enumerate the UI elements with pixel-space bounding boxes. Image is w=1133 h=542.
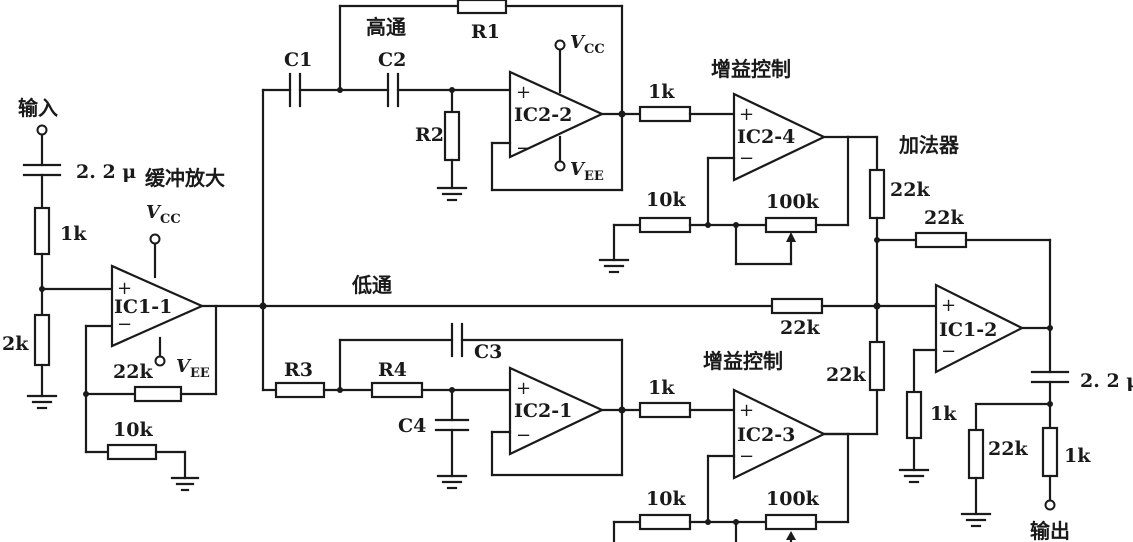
input-series-resistor-value: 1k xyxy=(60,223,87,245)
adder-middle-resistor-value: 22k xyxy=(780,317,820,339)
ic2-1-label: IC2-1 xyxy=(514,400,572,422)
buffer-feedback-resistor-value: 22k xyxy=(113,361,153,383)
adder-top-resistor-value: 22k xyxy=(890,179,930,201)
op-amp-ic1-1 xyxy=(110,264,205,348)
ic1-1-label: IC1-1 xyxy=(114,296,172,318)
gain-top-input-resistor xyxy=(638,216,692,234)
svg-text:+: + xyxy=(739,104,754,125)
capacitor-c1 xyxy=(288,72,302,108)
input-capacitor-value: 2. 2 μ xyxy=(76,161,136,183)
input-label: 输入 xyxy=(18,96,58,120)
svg-text:−: − xyxy=(941,341,956,362)
svg-text:−: − xyxy=(739,446,754,467)
ic2-3-label: IC2-3 xyxy=(737,424,795,446)
c1-label: C1 xyxy=(284,49,312,71)
vcc-terminal-ic2-2 xyxy=(554,39,566,51)
gain-bottom-potentiometer-value: 100k xyxy=(766,488,820,510)
adder-bottom-resistor xyxy=(868,340,886,392)
gain-control-bottom-label: 增益控制 xyxy=(703,349,783,373)
capacitor-c4 xyxy=(434,418,470,432)
output-label: 输出 xyxy=(1030,519,1070,542)
vee-terminal-ic2-2 xyxy=(554,160,566,172)
r1-label: R1 xyxy=(471,21,500,43)
buffer-feedback-resistor xyxy=(133,385,183,403)
resistor-r1 xyxy=(456,0,508,15)
resistor-r4 xyxy=(370,381,424,399)
r2-label: R2 xyxy=(415,124,444,146)
input-coupling-capacitor xyxy=(22,133,62,210)
gain-top-input-resistor-value: 10k xyxy=(646,189,686,211)
gain-bottom-potentiometer xyxy=(764,513,818,531)
op-amp-ic2-4 xyxy=(732,92,827,182)
output-series-resistor xyxy=(1041,426,1059,478)
c3-label: C3 xyxy=(474,341,502,363)
output-coupling-capacitor xyxy=(1030,370,1070,384)
low-pass-output-resistor-value: 1k xyxy=(648,377,675,399)
buffer-ground-resistor-value: 10k xyxy=(113,419,153,441)
r3-label: R3 xyxy=(284,359,313,381)
vee-label-ic1: VEE xyxy=(176,356,210,381)
op-amp-ic1-2 xyxy=(934,283,1025,374)
output-shunt-resistor-value: 22k xyxy=(988,438,1028,460)
adder-bottom-resistor-value: 22k xyxy=(826,364,866,386)
gain-control-top-label: 增益控制 xyxy=(711,57,791,81)
vcc-label-ic2-2: VCC xyxy=(570,32,605,57)
low-pass-label: 低通 xyxy=(351,273,392,297)
vee-terminal-ic1 xyxy=(154,355,166,367)
output-capacitor-value: 2. 2 μ xyxy=(1080,370,1133,392)
output-series-resistor-value: 1k xyxy=(1064,445,1091,467)
resistor-r2 xyxy=(443,110,461,162)
input-terminal xyxy=(36,124,48,136)
svg-text:−: − xyxy=(516,138,531,159)
ic2-2-label: IC2-2 xyxy=(514,104,572,126)
gain-bottom-input-resistor-value: 10k xyxy=(646,488,686,510)
input-shunt-resistor-value: 2k xyxy=(2,333,29,355)
svg-text:−: − xyxy=(117,314,132,335)
op-amp-ic2-2 xyxy=(508,70,605,159)
ground-symbol xyxy=(26,394,58,410)
svg-text:+: + xyxy=(516,378,531,399)
output-terminal xyxy=(1044,499,1056,511)
gain-bottom-input-resistor xyxy=(638,513,692,531)
svg-text:+: + xyxy=(117,278,132,299)
op-amp-ic2-1 xyxy=(508,366,605,456)
resistor-r3 xyxy=(274,381,326,399)
svg-text:+: + xyxy=(941,295,956,316)
r4-label: R4 xyxy=(378,359,407,381)
capacitor-c2 xyxy=(386,72,400,108)
ic2-4-label: IC2-4 xyxy=(737,126,795,148)
adder-ground-resistor-value: 1k xyxy=(930,403,957,425)
high-pass-output-resistor xyxy=(638,105,692,123)
capacitor-c3 xyxy=(450,322,464,358)
adder-label: 加法器 xyxy=(898,133,960,157)
gain-top-potentiometer-value: 100k xyxy=(766,191,820,213)
output-shunt-resistor xyxy=(967,428,985,480)
svg-text:−: − xyxy=(739,148,754,169)
adder-middle-resistor xyxy=(770,297,824,315)
buffer-ground-resistor xyxy=(106,443,158,461)
gain-top-potentiometer xyxy=(764,216,818,234)
high-pass-output-resistor-value: 1k xyxy=(648,81,675,103)
svg-text:+: + xyxy=(739,400,754,421)
adder-feedback-resistor-value: 22k xyxy=(924,207,964,229)
svg-text:+: + xyxy=(516,82,531,103)
input-shunt-resistor xyxy=(33,313,51,367)
vee-label-ic2-2: VEE xyxy=(570,159,604,184)
adder-feedback-resistor xyxy=(914,231,968,249)
high-pass-label: 高通 xyxy=(366,15,406,39)
vcc-label-ic1: VCC xyxy=(146,202,181,227)
input-series-resistor xyxy=(33,206,51,256)
c2-label: C2 xyxy=(378,49,406,71)
svg-text:−: − xyxy=(516,425,531,446)
vcc-terminal-ic1 xyxy=(149,233,161,245)
c4-label: C4 xyxy=(398,415,426,437)
ic1-2-label: IC1-2 xyxy=(939,319,997,341)
low-pass-output-resistor xyxy=(638,401,692,419)
op-amp-ic2-3 xyxy=(732,388,827,480)
adder-top-resistor xyxy=(868,168,886,220)
adder-ground-resistor xyxy=(905,390,923,440)
buffer-amplifier-label: 缓冲放大 xyxy=(145,166,225,190)
